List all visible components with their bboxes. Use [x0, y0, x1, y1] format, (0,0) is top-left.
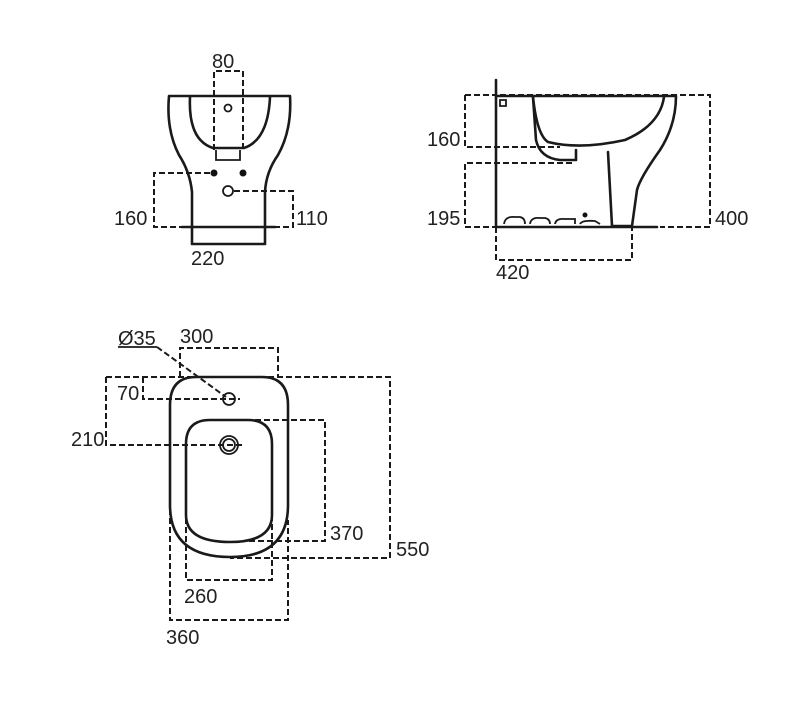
- dim-550-lines: [106, 376, 391, 559]
- label-300: 300: [180, 326, 213, 348]
- dim-360-lines: [169, 500, 289, 621]
- label-diameter-35: Ø35: [118, 328, 156, 350]
- dim-70-lines: [142, 377, 240, 400]
- side-outline: [494, 94, 678, 228]
- dim-300-lines: [179, 347, 279, 377]
- dim-110-lines: [234, 190, 294, 228]
- diameter-leader: [156, 346, 227, 398]
- label-220: 220: [191, 248, 224, 270]
- label-70: 70: [117, 383, 139, 405]
- fixing-dot-right: [239, 169, 247, 177]
- dim-195-lines: [464, 162, 572, 228]
- label-260: 260: [184, 586, 217, 608]
- dim-160-lines: [153, 172, 210, 228]
- plan-bowl: [184, 418, 274, 544]
- front-outline: [167, 94, 292, 246]
- dim-400-160-lines: [464, 94, 711, 228]
- dim-80-lines: [213, 70, 244, 150]
- label-400: 400: [715, 208, 748, 230]
- plan-view: Ø35 300 70 210 370 550 260 360: [71, 326, 429, 649]
- side-base-feet: [503, 215, 601, 225]
- fixing-dot-left: [210, 169, 218, 177]
- label-210: 210: [71, 429, 104, 451]
- waste-outlet: [222, 185, 234, 197]
- dim-370-lines: [228, 419, 326, 542]
- dim-260-lines: [185, 500, 273, 581]
- label-195: 195: [427, 208, 460, 230]
- side-bowl: [531, 95, 666, 147]
- dim-420-lines: [495, 227, 633, 261]
- side-dot: [582, 212, 588, 218]
- label-80: 80: [212, 51, 234, 73]
- label-420: 420: [496, 262, 529, 284]
- front-view: 80 160 110 220: [114, 51, 328, 270]
- label-160-side: 160: [427, 129, 460, 151]
- label-160: 160: [114, 208, 147, 230]
- side-fixing: [499, 99, 507, 107]
- tap-hole: [223, 103, 233, 113]
- side-view: 160 195 400 420: [427, 78, 748, 284]
- label-360: 360: [166, 627, 199, 649]
- label-110: 110: [296, 208, 328, 230]
- front-outlet: [215, 150, 241, 161]
- label-370: 370: [330, 523, 363, 545]
- dim-210-lines: [105, 377, 242, 446]
- plan-outline: [168, 375, 290, 559]
- side-trap: [531, 95, 578, 162]
- label-550: 550: [396, 539, 429, 561]
- front-bowl: [188, 95, 272, 150]
